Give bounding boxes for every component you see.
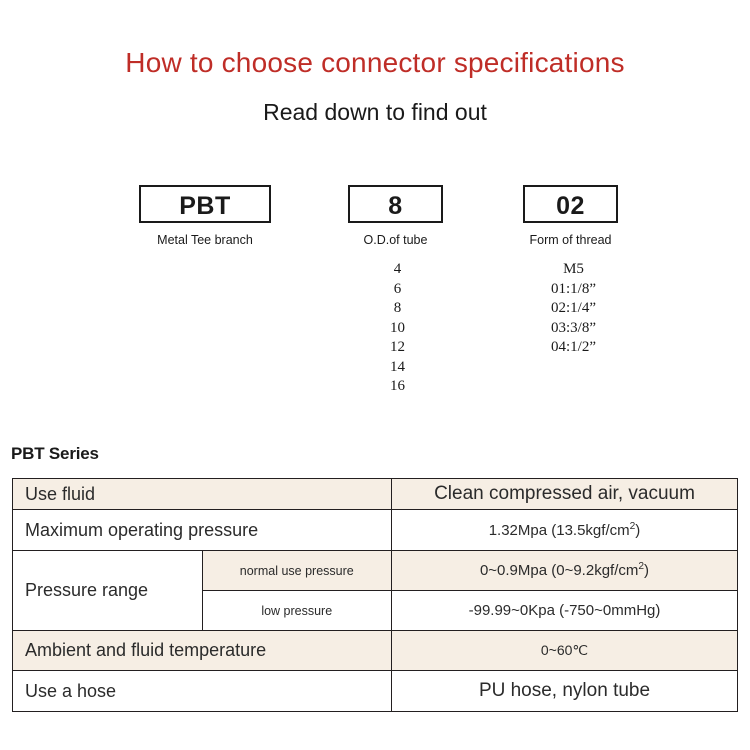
- option-list-thread-form: M5 01:1/8” 02:1/4” 03:3/8” 04:1/2”: [529, 260, 618, 358]
- option-item: 12: [390, 339, 405, 355]
- spec-label-pressure-range: Pressure range: [12, 550, 203, 631]
- code-group-tube-od: 8 O.D.of tube 4 6 8 10 12 14 16: [348, 185, 443, 397]
- code-box-tube-od: 8: [348, 185, 443, 223]
- code-box-series: PBT: [139, 185, 271, 223]
- value-text: 0~0.9Mpa (0~9.2kgf/cm: [479, 562, 639, 579]
- spec-sublabel-normal-use-pressure: normal use pressure: [201, 550, 392, 591]
- spec-value-max-operating-pressure: 1.32Mpa (13.5kgf/cm2): [391, 509, 738, 551]
- option-item: 8: [393, 300, 402, 316]
- option-item: 6: [393, 280, 402, 297]
- code-caption-series: Metal Tee branch: [157, 233, 253, 247]
- code-group-series: PBT Metal Tee branch: [139, 185, 271, 247]
- value-tail: ): [644, 562, 650, 579]
- spec-value-normal-use-pressure: 0~0.9Mpa (0~9.2kgf/cm2): [391, 550, 738, 591]
- spec-table: Use fluid Clean compressed air, vacuum M…: [12, 478, 738, 712]
- page-title: How to choose connector specifications: [125, 47, 625, 78]
- option-item: 02:1/4”: [551, 300, 596, 316]
- option-item: 01:1/8”: [551, 280, 596, 297]
- option-item: 04:1/2”: [551, 339, 596, 355]
- spec-value-ambient-fluid-temperature: 0~60℃: [391, 630, 738, 671]
- code-caption-tube-od: O.D.of tube: [363, 233, 428, 247]
- spec-value-use-fluid: Clean compressed air, vacuum: [391, 478, 738, 510]
- table-row: Pressure range normal use pressure 0~0.9…: [12, 550, 738, 631]
- code-group-thread-form: 02 Form of thread M5 01:1/8” 02:1/4” 03:…: [523, 185, 618, 358]
- option-list-tube-od: 4 6 8 10 12 14 16: [352, 260, 443, 397]
- table-row: Use a hose PU hose, nylon tube: [12, 670, 738, 712]
- spec-table-heading: PBT Series: [11, 444, 99, 463]
- option-item: 4: [393, 261, 402, 277]
- spec-label-max-operating-pressure: Maximum operating pressure: [12, 509, 392, 551]
- option-item: M5: [563, 261, 584, 277]
- table-row: Maximum operating pressure 1.32Mpa (13.5…: [12, 509, 738, 551]
- spec-label-ambient-fluid-temperature: Ambient and fluid temperature: [12, 630, 392, 671]
- page-subtitle: Read down to find out: [263, 99, 487, 125]
- value-superscript: 2: [629, 520, 636, 532]
- option-item: 14: [390, 358, 405, 375]
- option-item: 03:3/8”: [551, 319, 596, 336]
- value-text: 1.32Mpa (13.5kgf/cm: [488, 521, 630, 539]
- spec-sublabel-low-pressure: low pressure: [201, 590, 392, 631]
- value-superscript: 2: [638, 561, 645, 572]
- table-row: Ambient and fluid temperature 0~60℃: [12, 630, 738, 671]
- value-tail: ): [635, 521, 641, 539]
- spec-value-use-a-hose: PU hose, nylon tube: [391, 670, 738, 712]
- table-row: Use fluid Clean compressed air, vacuum: [12, 478, 738, 510]
- code-caption-thread-form: Form of thread: [529, 233, 612, 247]
- code-box-thread-form: 02: [523, 185, 618, 223]
- option-item: 10: [390, 319, 405, 336]
- spec-label-use-a-hose: Use a hose: [12, 670, 392, 712]
- spec-label-use-fluid: Use fluid: [12, 478, 392, 510]
- spec-value-low-pressure: -99.99~0Kpa (-750~0mmHg): [391, 590, 738, 631]
- option-item: 16: [390, 378, 405, 394]
